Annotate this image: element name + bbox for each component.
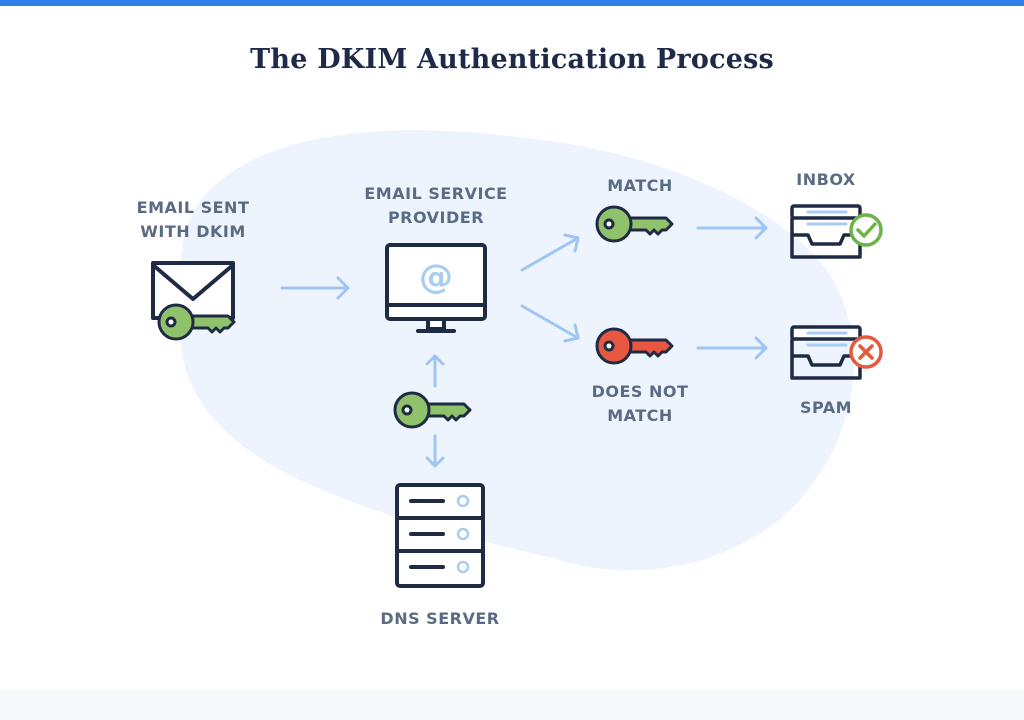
server-icon [395,483,485,588]
arrow-match-to-inbox [696,216,768,240]
arrow-key-down-to-dns [425,434,445,468]
label-email-sent: EMAIL SENT WITH DKIM [136,198,250,241]
label-inbox: INBOX [796,170,856,189]
label-spam: SPAM [799,398,853,417]
arrow-no-match-to-spam [696,336,768,360]
arrow-key-up-to-provider [425,354,445,388]
arrow-provider-to-no-match [520,304,580,343]
label-does-not-match: DOES NOT MATCH [591,382,689,425]
label-email-service-provider: EMAIL SERVICE PROVIDER [364,184,508,227]
label-match: MATCH [607,176,673,195]
check-icon [849,213,883,247]
bottom-strip [0,690,1024,720]
arrow-email-to-provider [280,276,350,300]
background-blob [179,130,855,571]
arrow-provider-to-match [520,233,580,272]
top-accent-bar [0,0,1024,6]
at-symbol: @ [419,257,453,297]
page-title: The DKIM Authentication Process [250,44,774,75]
monitor-icon: @ [385,243,487,333]
inbox-tray-icon [790,204,883,259]
label-dns-server: DNS SERVER [380,609,500,628]
spam-tray-icon [790,325,883,380]
